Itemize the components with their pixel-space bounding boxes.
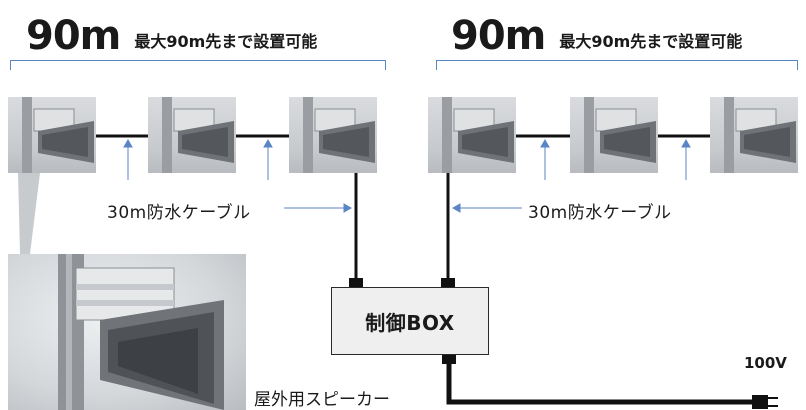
- speaker-photo-6: [710, 97, 798, 173]
- power-cable: [446, 364, 752, 405]
- power-plug: [752, 395, 768, 409]
- speaker-label: 屋外用スピーカー: [254, 390, 390, 410]
- control-box-label: 制御BOX: [365, 310, 455, 335]
- left-span-bracket: [10, 60, 386, 71]
- cable-label-right: 30m防水ケーブル: [528, 203, 672, 223]
- connector-power: [442, 354, 456, 364]
- right-span-heading: 90m 最大90m先まで設置可能: [451, 8, 742, 56]
- speaker-photo-1: [8, 97, 96, 173]
- callout-wedge: [18, 173, 40, 254]
- speaker-photo-2: [148, 97, 236, 173]
- left-span-caption: 最大90m先まで設置可能: [134, 32, 318, 51]
- left-span-heading: 90m 最大90m先まで設置可能: [26, 8, 317, 56]
- left-span-distance: 90m: [26, 13, 121, 59]
- speaker-photo-4: [428, 97, 516, 173]
- power-voltage-label: 100V: [744, 354, 787, 372]
- right-span-distance: 90m: [451, 13, 546, 59]
- speaker-photo-5: [570, 97, 658, 173]
- right-span-caption: 最大90m先まで設置可能: [559, 32, 743, 51]
- cable-label-left: 30m防水ケーブル: [107, 203, 251, 223]
- control-box: 制御BOX: [331, 287, 489, 355]
- connector-right: [441, 278, 455, 288]
- right-span-bracket: [436, 60, 798, 71]
- connector-left: [349, 278, 363, 288]
- speaker-closeup-photo: [8, 254, 246, 410]
- speaker-photo-3: [289, 97, 377, 173]
